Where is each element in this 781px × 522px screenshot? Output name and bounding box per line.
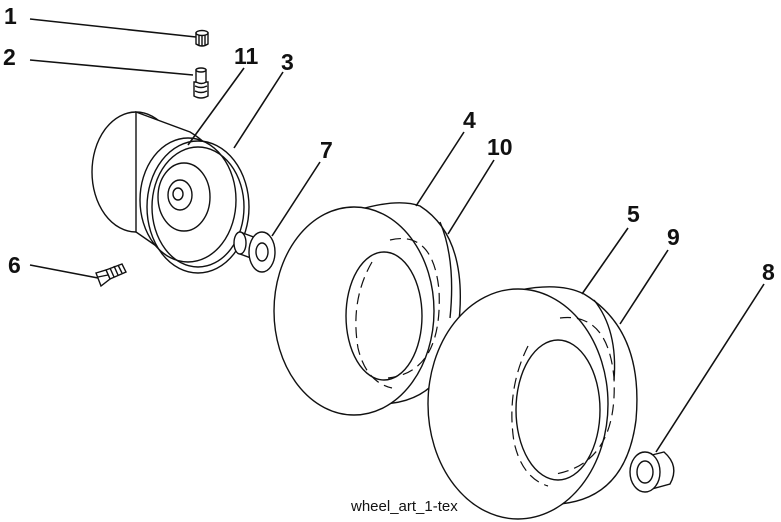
callout-5: 5 — [627, 201, 640, 227]
wheel-rim-part — [91, 110, 237, 263]
callout-9: 9 — [667, 224, 680, 250]
leader-lines — [29, 18, 765, 453]
callout-3: 3 — [281, 49, 294, 75]
bushing-part — [233, 231, 276, 273]
callout-4: 4 — [463, 107, 476, 133]
rear-tire-part — [427, 286, 638, 520]
hub-cap-part — [629, 451, 675, 493]
rim-flange-part — [146, 140, 250, 274]
valve-stem-part — [193, 67, 209, 99]
bolt-part — [95, 263, 127, 288]
front-tire-part — [273, 202, 461, 416]
valve-cap-part — [195, 29, 209, 47]
callout-1: 1 — [4, 3, 17, 29]
callout-10: 10 — [487, 134, 513, 160]
callout-8: 8 — [762, 259, 775, 285]
callout-7: 7 — [320, 137, 333, 163]
figure-caption: wheel_art_1-tex — [351, 498, 458, 515]
callout-6: 6 — [8, 252, 21, 278]
callout-11: 11 — [234, 43, 259, 69]
callout-2: 2 — [3, 44, 16, 70]
